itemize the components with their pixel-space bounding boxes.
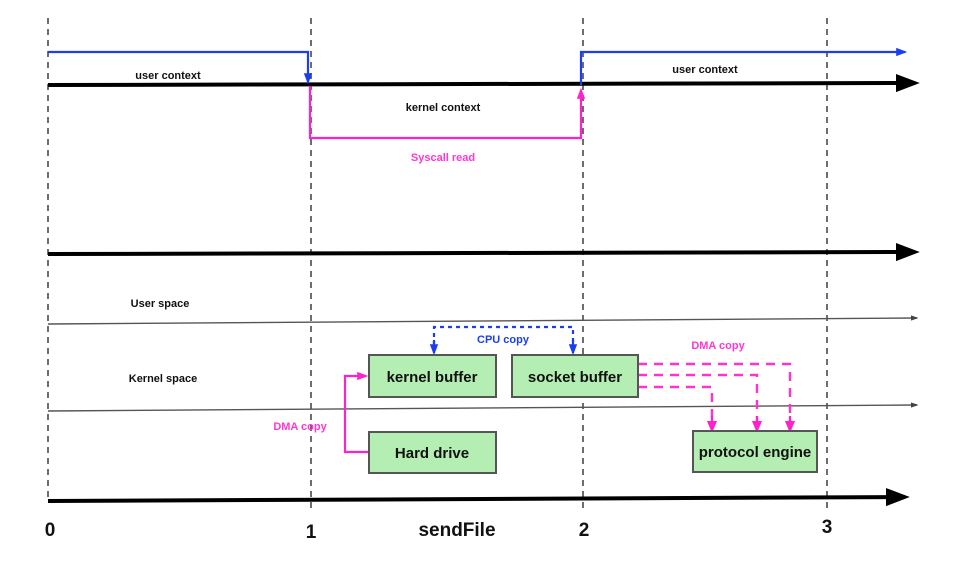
user-context-left-label: user context: [135, 70, 201, 82]
tick-label-1: 1: [306, 522, 317, 543]
dma-copy-nic-path-1: [638, 362, 792, 424]
dma-copy-disk-path: [343, 371, 369, 454]
tick-label-2: 2: [579, 520, 590, 541]
dma-copy-disk-label: DMA copy: [273, 421, 327, 433]
user-context-right-label: user context: [672, 64, 738, 76]
cpu-copy-path: [432, 325, 575, 345]
node-boxes: kernel buffer socket buffer Hard drive p…: [368, 354, 818, 474]
diagram-title: sendFile: [418, 520, 495, 541]
protocol-engine-box[interactable]: [692, 430, 818, 473]
hard-drive-node[interactable]: Hard drive: [368, 431, 497, 474]
hard-drive-label: Hard drive: [395, 445, 469, 462]
space-band-top-axis: [47, 242, 920, 262]
time-axis-line: [47, 487, 910, 507]
syscall-read-label: Syscall read: [411, 152, 475, 164]
user-context-trace-left: [48, 50, 313, 85]
kernel-buffer-node[interactable]: kernel buffer: [368, 354, 497, 398]
socket-buffer-label: socket buffer: [528, 369, 622, 386]
time-axis: 0 1 2 3 sendFile: [45, 487, 910, 543]
tick-label-3: 3: [822, 517, 833, 538]
kernel-buffer-box[interactable]: [368, 354, 497, 398]
kernel-space-label: Kernel space: [129, 373, 197, 385]
protocol-engine-node[interactable]: protocol engine: [692, 430, 818, 473]
context-axis: [47, 73, 920, 93]
socket-buffer-box[interactable]: [511, 354, 639, 398]
kernel-hardware-divider: [47, 402, 919, 412]
syscall-read-trace: [308, 86, 586, 140]
kernel-buffer-label: kernel buffer: [387, 369, 478, 386]
space-band: User space Kernel space: [47, 242, 920, 412]
protocol-engine-label: protocol engine: [699, 444, 812, 461]
context-band: user context user context kernel context…: [47, 47, 920, 164]
cpu-copy-flow: CPU copy: [429, 325, 578, 356]
dma-copy-nic-label: DMA copy: [691, 340, 745, 352]
dma-copy-nic-flow: DMA copy: [638, 340, 796, 434]
dma-copy-nic-path-3: [638, 385, 714, 424]
dma-copy-disk-flow: DMA copy: [273, 371, 369, 454]
cpu-copy-label: CPU copy: [477, 334, 530, 346]
hard-drive-box[interactable]: [368, 431, 497, 474]
user-space-label: User space: [131, 298, 190, 310]
dma-copy-nic-path-2: [638, 373, 759, 424]
kernel-context-label: kernel context: [406, 102, 481, 114]
user-context-trace-right: [579, 47, 908, 85]
tick-label-0: 0: [45, 520, 56, 541]
user-kernel-divider: [47, 315, 919, 325]
socket-buffer-node[interactable]: socket buffer: [511, 354, 639, 398]
